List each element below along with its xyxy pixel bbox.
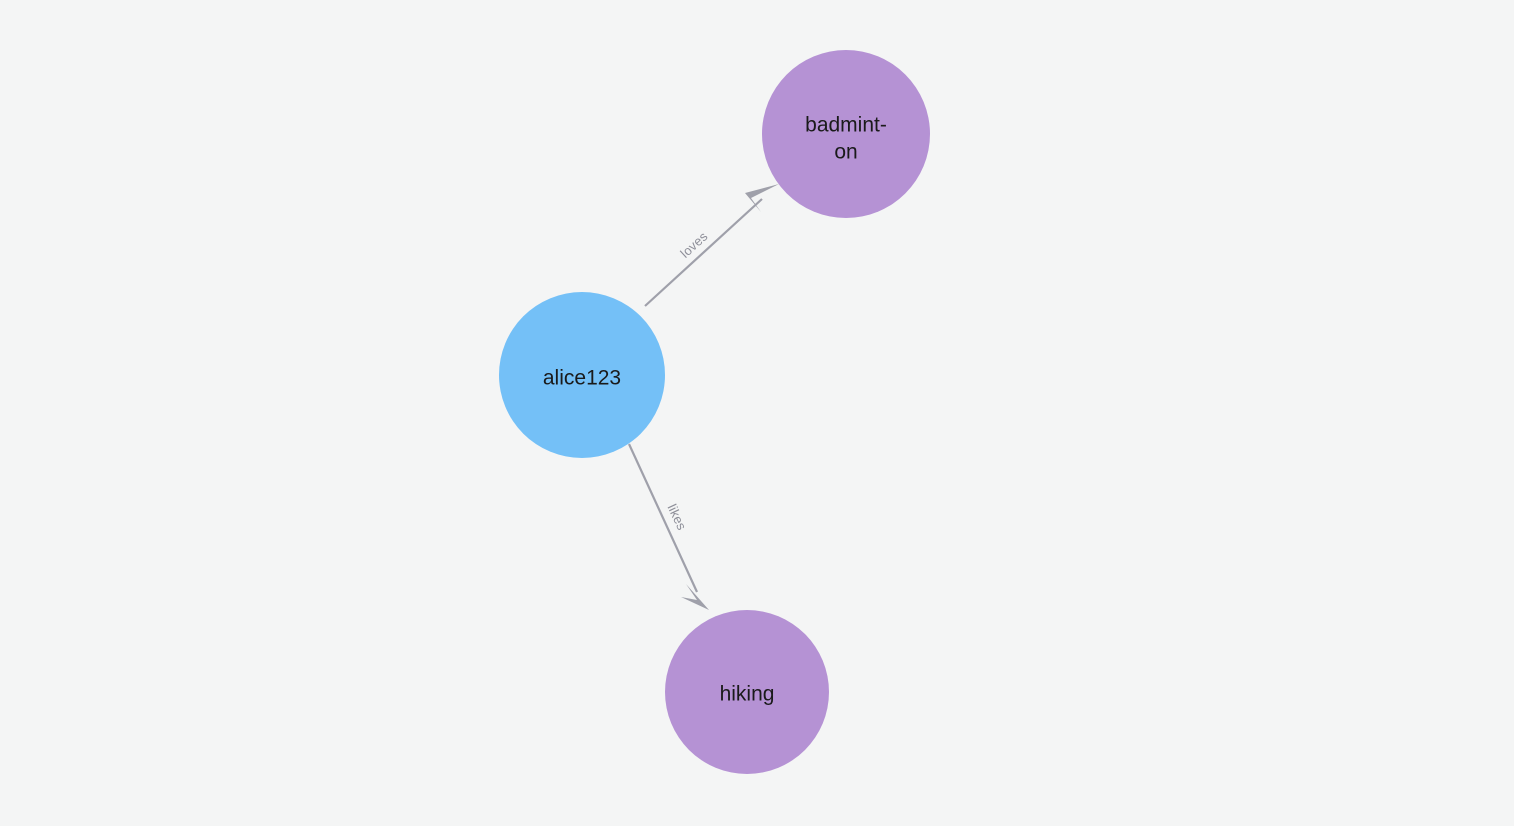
edge-line xyxy=(628,443,698,593)
node-alice123[interactable]: alice123 xyxy=(499,292,665,458)
node-label: hiking xyxy=(720,683,775,706)
edge-label: loves xyxy=(677,228,710,260)
node-shape[interactable] xyxy=(665,610,829,774)
edge-arrowhead-icon xyxy=(745,184,779,212)
node-label: badmint- xyxy=(805,114,887,137)
node-hiking[interactable]: hiking xyxy=(665,610,829,774)
node-badminton[interactable]: badmint- on xyxy=(762,50,930,218)
node-label-continuation: on xyxy=(834,141,857,164)
node-label: alice123 xyxy=(543,367,621,390)
edge-arrowhead-icon xyxy=(681,584,709,610)
edge-alice123-loves-badminton[interactable]: loves xyxy=(644,184,779,307)
node-shape[interactable] xyxy=(762,50,930,218)
node-shape[interactable] xyxy=(499,292,665,458)
edge-line xyxy=(644,198,763,307)
edge-alice123-likes-hiking[interactable]: likes xyxy=(628,443,709,610)
